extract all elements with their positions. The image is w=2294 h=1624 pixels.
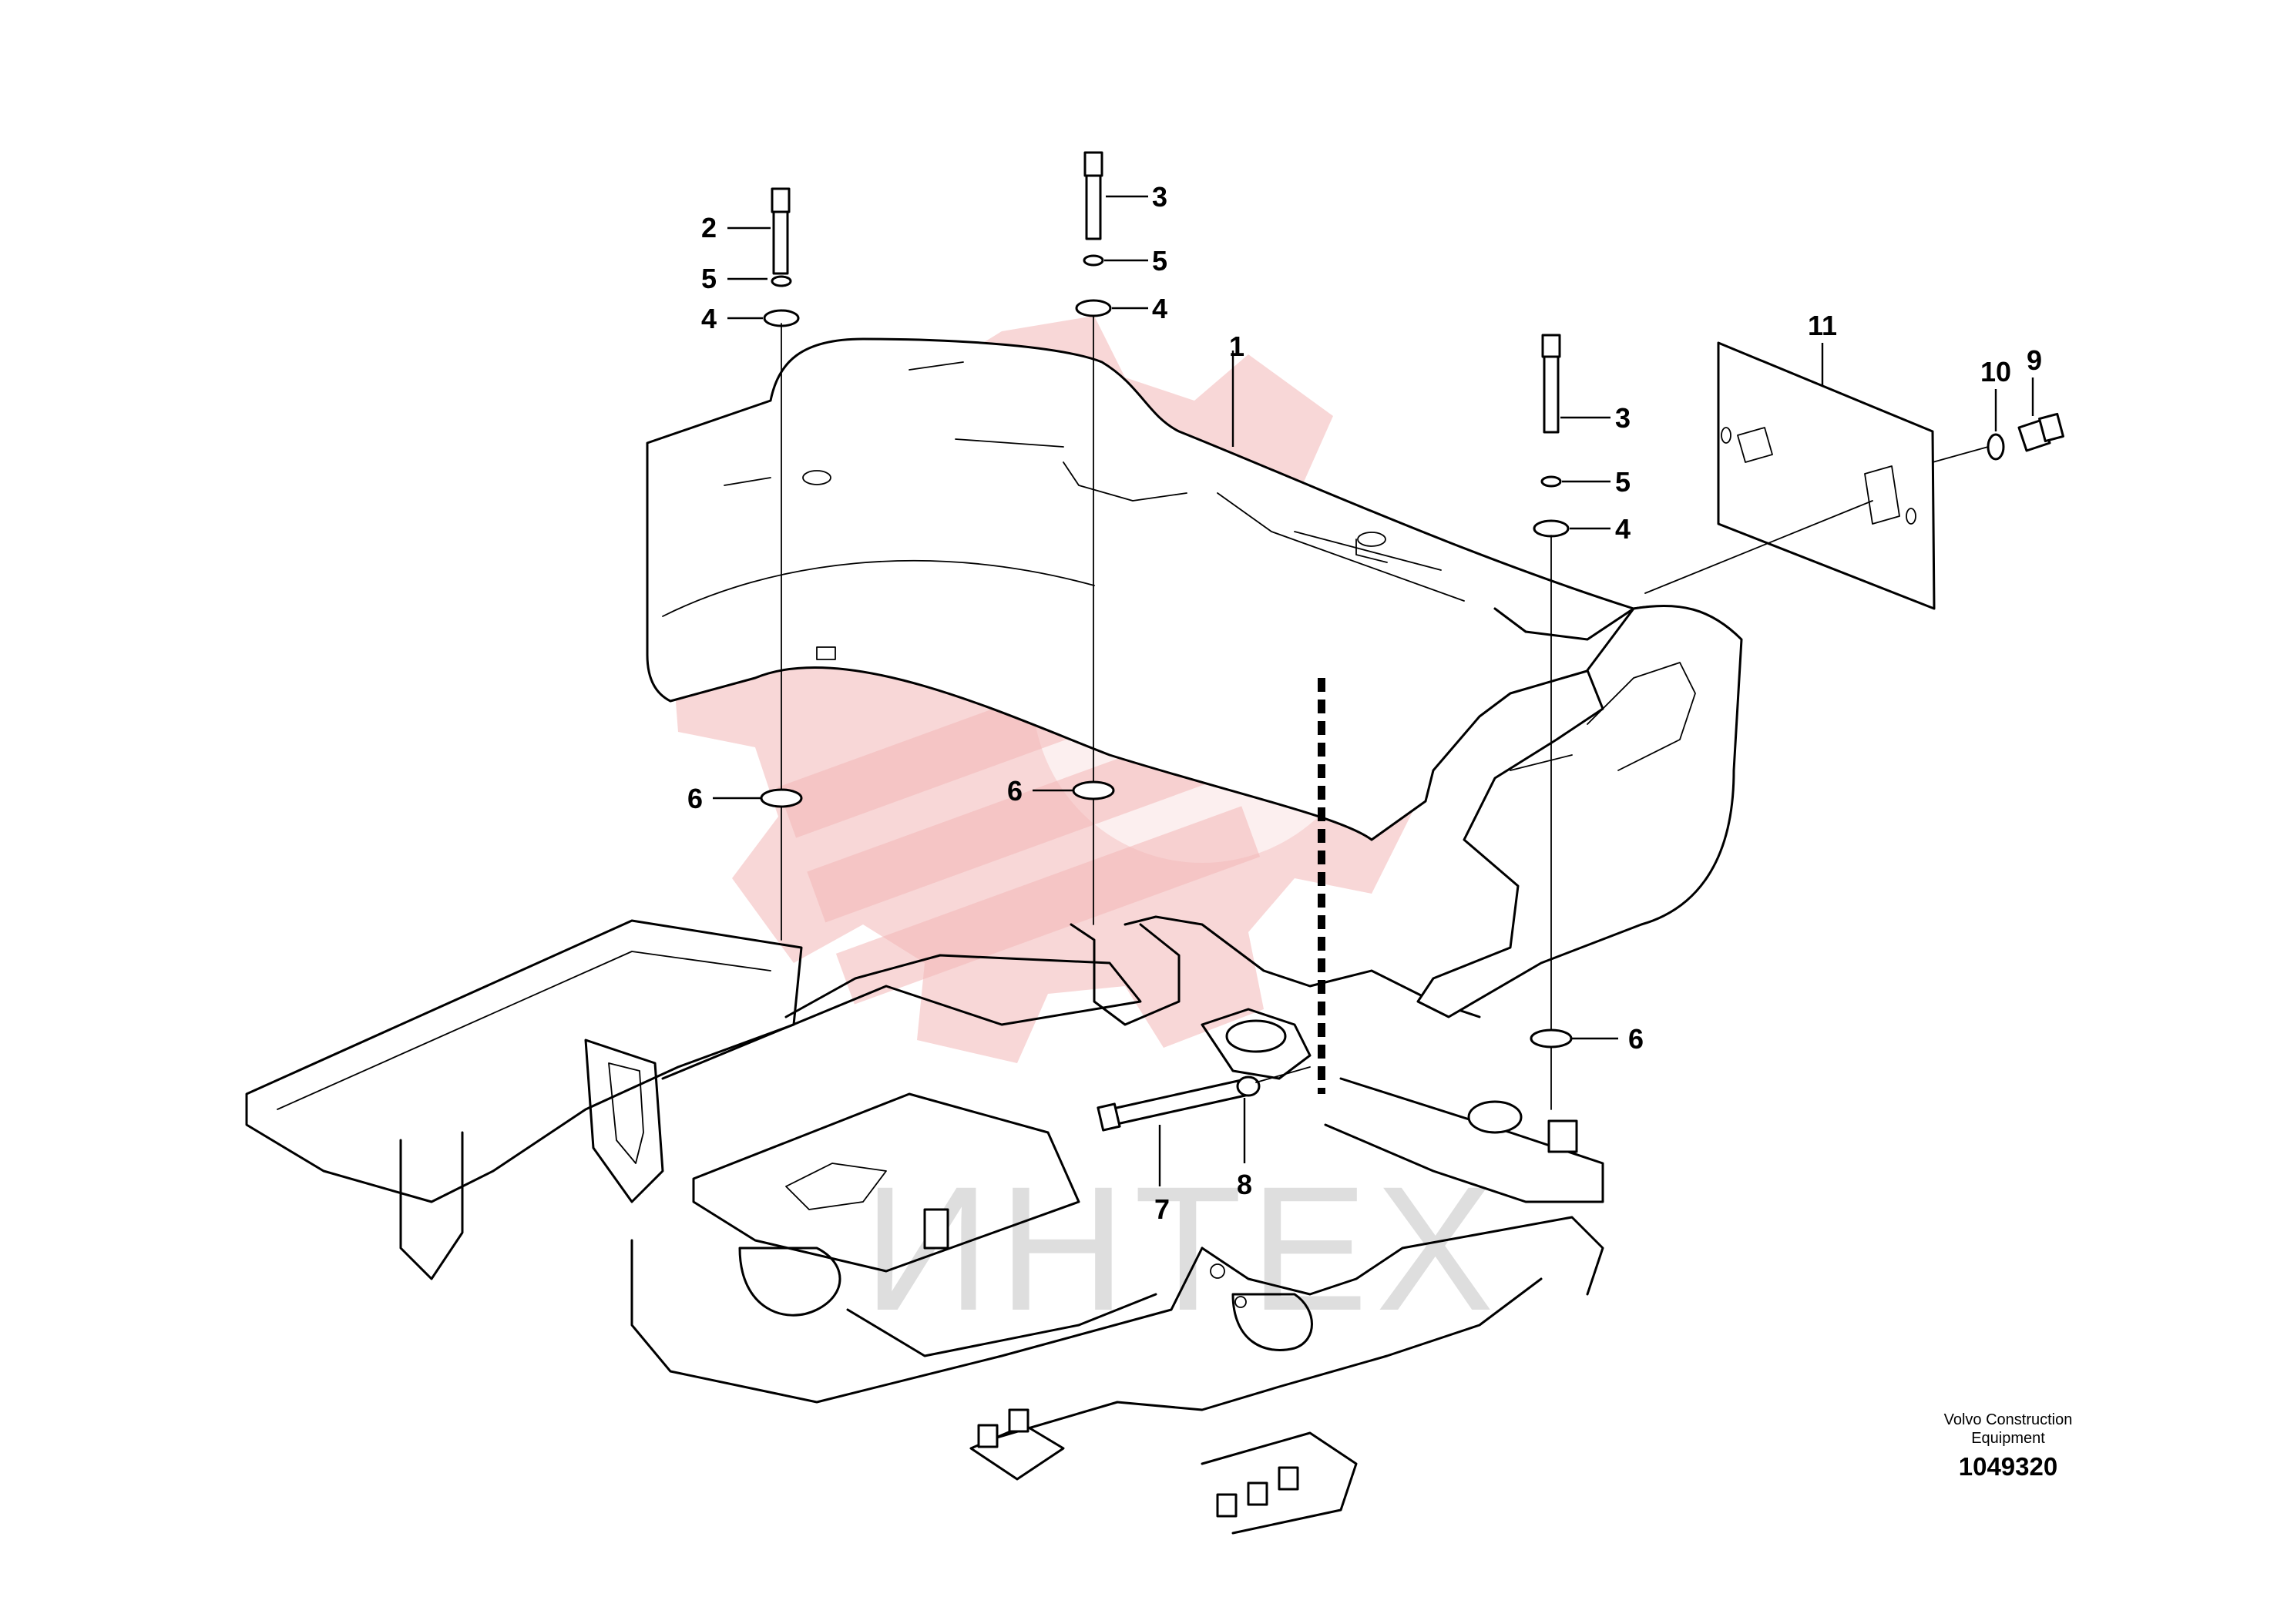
callout-3-right: 3 <box>1615 402 1631 434</box>
callout-5-middle: 5 <box>1152 245 1167 277</box>
callout-5-left: 5 <box>701 263 717 294</box>
callout-5-right: 5 <box>1615 466 1631 498</box>
credit-line-1: Volvo Construction <box>1944 1411 2073 1428</box>
callout-labels: 1 2 3 3 4 4 4 5 5 5 6 6 6 7 8 9 10 11 <box>687 181 2042 1225</box>
callout-11: 11 <box>1808 310 1837 341</box>
drawing-number: 1049320 <box>1959 1452 2057 1481</box>
callout-4-left: 4 <box>701 303 717 334</box>
callout-2: 2 <box>701 212 717 243</box>
callout-6-right: 6 <box>1628 1023 1644 1055</box>
callout-7: 7 <box>1154 1193 1170 1225</box>
bolt-head-2 <box>771 187 791 213</box>
credit-block: Volvo Construction Equipment 1049320 <box>1944 1411 2073 1481</box>
upper-frame <box>245 915 1604 1535</box>
fasteners <box>760 151 2064 1132</box>
callout-8: 8 <box>1237 1169 1252 1200</box>
callout-4-middle: 4 <box>1152 293 1167 324</box>
watermark-text: ИНТЕХ <box>863 1149 1502 1347</box>
callout-3-middle: 3 <box>1152 181 1167 213</box>
callout-4-right: 4 <box>1615 513 1631 545</box>
callout-6-middle: 6 <box>1007 775 1023 807</box>
callout-9: 9 <box>2027 344 2042 376</box>
leader-lines <box>713 195 2034 1186</box>
callout-6-left: 6 <box>687 783 703 814</box>
credit-line-2: Equipment <box>1971 1430 2045 1447</box>
bolt-shank-2 <box>772 210 789 275</box>
callout-10: 10 <box>1980 356 2011 388</box>
counterweight <box>646 337 1743 1018</box>
callout-1: 1 <box>1229 331 1244 362</box>
